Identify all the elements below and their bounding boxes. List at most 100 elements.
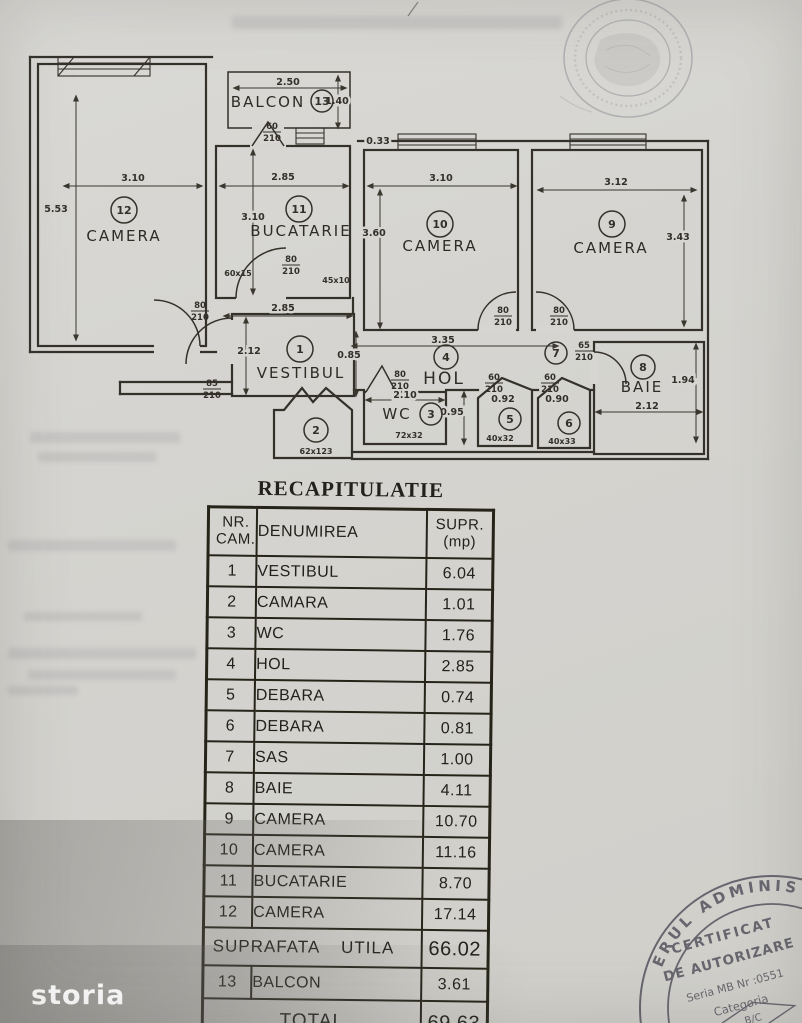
- header-supr-mp: SUPR.(mp): [426, 509, 494, 559]
- cell-name: CAMERA: [253, 803, 424, 837]
- plan-dimension-labels: 3.10 5.53 2.50 1.40 2.85 3.10 0.33 3.10 …: [42, 75, 698, 421]
- plan-windows: [57, 56, 647, 151]
- svg-text:210: 210: [550, 318, 568, 328]
- svg-text:85: 85: [206, 379, 218, 389]
- svg-text:12: 12: [116, 204, 131, 217]
- room-name-hol: HOL: [423, 369, 465, 389]
- cell-nr: 9: [204, 803, 254, 835]
- total-value: 69.63: [420, 1000, 488, 1023]
- svg-text:10: 10: [432, 218, 448, 231]
- cell-name: BAIE: [253, 772, 424, 806]
- window-label-40x32: 40x32: [486, 434, 513, 443]
- dim-camera10-height: 3.60: [362, 228, 386, 239]
- cell-name: BALCON: [251, 965, 422, 1001]
- room-badge-8: 8: [630, 354, 656, 380]
- dim-camera9-height: 3.43: [666, 232, 689, 243]
- cell-nr: 7: [205, 741, 255, 773]
- cell-mp: 2.85: [424, 650, 492, 683]
- suprafata-utila-row: SUPRAFATA UTILA 66.02: [203, 927, 489, 969]
- plan-room-names: CAMERA BUCATARIE BALCON CAMERA CAMERA VE…: [86, 93, 661, 423]
- svg-text:3: 3: [427, 408, 435, 421]
- window-label-40x33: 40x33: [548, 437, 575, 446]
- svg-text:1: 1: [296, 343, 304, 356]
- svg-text:7: 7: [552, 347, 560, 360]
- room-badge-4: 4: [433, 344, 459, 370]
- svg-text:9: 9: [608, 218, 616, 231]
- recap-title: RECAPITULATIE: [257, 475, 445, 503]
- suprafata-utila-value: 66.02: [421, 929, 489, 969]
- room-name-vestibul: VESTIBUL: [257, 364, 345, 382]
- dim-vestibul-width: 2.85: [271, 303, 294, 314]
- total-label: TOTAL: [202, 998, 422, 1023]
- cell-mp: 11.16: [422, 836, 490, 869]
- dim-camera9-width: 3.12: [604, 177, 627, 188]
- ghost-text: [8, 648, 196, 659]
- room-badge-1: 1: [286, 335, 314, 363]
- dim-baie-width: 2.12: [635, 401, 658, 412]
- dim-vestibul-height: 2.12: [237, 346, 260, 357]
- ghost-text: [38, 452, 156, 462]
- window-label-72x32: 72x32: [395, 431, 422, 440]
- stamp-line-seria: Seria MB Nr :0551: [685, 966, 785, 1004]
- dim-camera10-width: 3.10: [429, 173, 453, 184]
- plan-walls: [28, 55, 710, 461]
- dim-balcon-depth: 1.40: [325, 96, 349, 107]
- room-badge-3: 3: [419, 402, 443, 426]
- room-badge-6: 6: [557, 411, 581, 435]
- room-name-balcon: BALCON: [231, 93, 305, 111]
- ghost-text: [8, 686, 78, 695]
- dim-debara6-width: 0.90: [545, 394, 569, 405]
- cell-name: CAMERA: [252, 834, 424, 868]
- svg-text:4: 4: [442, 351, 450, 364]
- suprafata-utila-label: SUPRAFATA UTILA: [203, 927, 422, 968]
- cell-name: CAMARA: [255, 586, 427, 620]
- cell-mp: 1.01: [425, 588, 493, 621]
- cell-name: DEBARA: [254, 710, 425, 744]
- svg-text:60: 60: [488, 373, 500, 383]
- plan-room-numbers: 12 11 13 10 9 1 4 3 2 5 6 7 8: [110, 89, 656, 443]
- svg-text:80: 80: [194, 301, 206, 311]
- room-badge-10: 10: [426, 210, 454, 238]
- cell-name: VESTIBUL: [256, 555, 427, 589]
- cell-nr: 11: [203, 865, 253, 897]
- cell-mp: 4.11: [423, 774, 491, 807]
- svg-text:5: 5: [506, 413, 514, 426]
- balcon-row: 13 BALCON 3.61: [202, 965, 488, 1002]
- dim-camera12-width: 3.10: [121, 173, 145, 184]
- room-badge-13: 13: [310, 89, 334, 113]
- room-badge-7: 7: [544, 341, 568, 365]
- ghost-text: [30, 432, 180, 443]
- dim-wc-width: 2.10: [393, 390, 417, 401]
- cell-mp: 8.70: [422, 867, 490, 900]
- svg-text:60: 60: [544, 373, 556, 383]
- stamp-line-autorizare: DE AUTORIZARE: [662, 935, 797, 985]
- svg-text:60: 60: [266, 122, 278, 132]
- cell-name: WC: [255, 617, 426, 651]
- cell-nr: 4: [206, 648, 256, 680]
- ghost-text: [8, 540, 176, 551]
- dim-bucatarie-height: 3.10: [241, 212, 265, 223]
- svg-text:210: 210: [263, 134, 281, 144]
- svg-text:210: 210: [191, 313, 209, 323]
- dim-camera12-height: 5.53: [44, 204, 67, 215]
- dim-wc-depth: 0.95: [440, 407, 463, 418]
- svg-text:210: 210: [203, 391, 221, 401]
- dim-baie-height: 1.94: [671, 375, 695, 386]
- window-label-60x15: 60x15: [224, 269, 252, 278]
